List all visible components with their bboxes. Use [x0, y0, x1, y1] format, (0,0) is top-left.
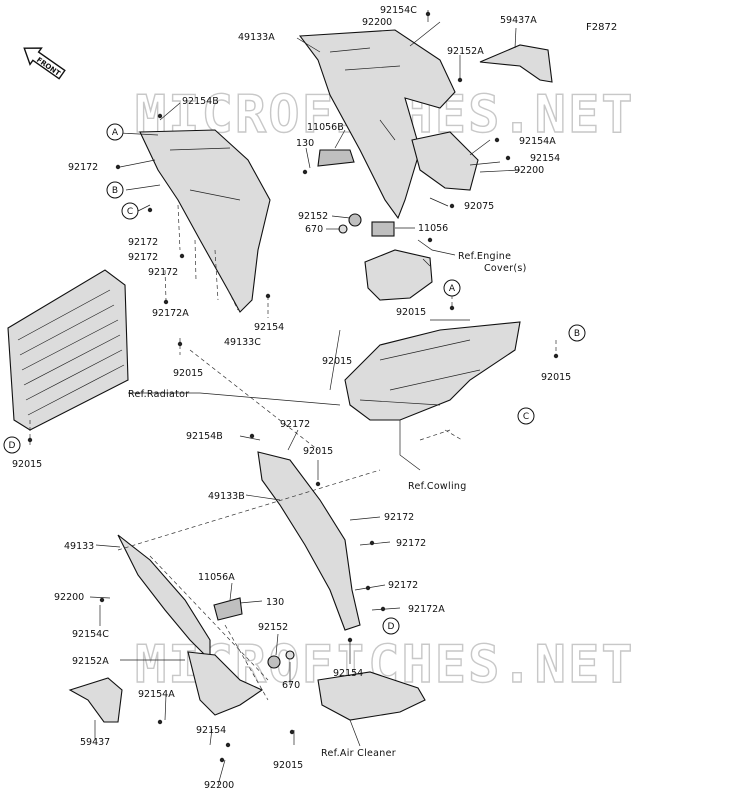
- label-130-top: 130: [296, 138, 314, 149]
- label-49133b: 49133B: [208, 491, 245, 502]
- part-670-bottom: [285, 650, 295, 660]
- label-670-top: 670: [305, 224, 323, 235]
- label-92015-radiator: 92015: [12, 459, 42, 470]
- label-92200-right: 92200: [514, 165, 544, 176]
- label-92015-cowl: 92015: [322, 356, 352, 367]
- ref-air-cleaner: Ref.Air Cleaner: [321, 748, 396, 759]
- ref-engine-cover-line1: Ref.Engine: [458, 251, 511, 262]
- label-92152-top: 92152: [298, 211, 328, 222]
- label-92015-center: 92015: [396, 307, 426, 318]
- label-92152a-top: 92152A: [447, 46, 484, 57]
- label-92154b-mid: 92154B: [186, 431, 223, 442]
- label-92172a-bottom: 92172A: [408, 604, 445, 615]
- label-92172a-top: 92172A: [152, 308, 189, 319]
- label-59437a: 59437A: [500, 15, 537, 26]
- part-59437a: [479, 44, 553, 83]
- callout-d-bottom: D: [382, 617, 400, 635]
- label-92172-b2: 92172: [396, 538, 426, 549]
- part-49133c-detail: [169, 147, 241, 201]
- part-11056: [371, 221, 395, 237]
- front-arrow-icon: FRONT: [23, 47, 66, 80]
- part-49133a: [298, 29, 456, 220]
- part-59437: [68, 677, 123, 723]
- svg-text:C: C: [523, 412, 529, 422]
- part-92152-bottom: [267, 655, 281, 669]
- label-92152a-bottom: 92152A: [72, 656, 109, 667]
- label-92154c-bottom: 92154C: [72, 629, 109, 640]
- label-92154a-top: 92154A: [519, 136, 556, 147]
- callout-b-mid: B: [568, 324, 586, 342]
- ref-radiator: Ref.Radiator: [128, 389, 189, 400]
- svg-text:A: A: [112, 128, 119, 138]
- svg-text:B: B: [574, 329, 580, 339]
- label-92015-left: 92015: [173, 368, 203, 379]
- callout-c-mid: C: [517, 407, 535, 425]
- svg-text:A: A: [449, 284, 456, 294]
- label-130-bottom: 130: [266, 597, 284, 608]
- label-92154b-top: 92154B: [182, 96, 219, 107]
- label-92172-left-c: 92172: [128, 252, 158, 263]
- part-49133b: [257, 451, 361, 631]
- callout-a-mid: A: [443, 279, 461, 297]
- figure-id: F2872: [586, 22, 617, 33]
- callout-d-left: D: [3, 436, 21, 454]
- label-92075: 92075: [464, 201, 494, 212]
- callouts: A B C A B C D D: [3, 123, 586, 635]
- label-59437: 59437: [80, 737, 110, 748]
- label-92154-bottom: 92154: [196, 725, 226, 736]
- label-92200-left: 92200: [54, 592, 84, 603]
- part-11056a: [213, 597, 243, 621]
- label-92154c-top: 92154C: [380, 5, 417, 16]
- part-air-cleaner: [317, 671, 426, 721]
- bolts: [27, 11, 559, 763]
- label-92152-bottom: 92152: [258, 622, 288, 633]
- svg-text:D: D: [9, 441, 16, 451]
- cowling-part: [344, 321, 521, 421]
- ref-cowling: Ref.Cowling: [408, 481, 467, 492]
- callout-b-top: B: [106, 181, 124, 199]
- label-49133a: 49133A: [238, 32, 275, 43]
- part-labels: 92154C 92200 59437A 49133A 92152A 92154B…: [12, 5, 571, 791]
- label-92015-right: 92015: [541, 372, 571, 383]
- label-11056a: 11056A: [198, 572, 235, 583]
- part-engine-cover: [364, 249, 433, 301]
- part-11056b: [317, 149, 355, 167]
- label-92172-b1: 92172: [384, 512, 414, 523]
- label-92172-left-b: 92172: [128, 237, 158, 248]
- callout-c-top: C: [121, 202, 139, 220]
- label-92172-left-a: 92172: [68, 162, 98, 173]
- label-92154-right: 92154: [530, 153, 560, 164]
- leader-lines: [29, 10, 557, 786]
- label-92200-top: 92200: [362, 17, 392, 28]
- svg-text:B: B: [112, 186, 118, 196]
- callout-a-top: A: [106, 123, 124, 141]
- label-49133c: 49133C: [224, 337, 261, 348]
- label-92154a-bottom: 92154A: [138, 689, 175, 700]
- part-bracket-right: [411, 131, 479, 191]
- part-49133c: [139, 129, 271, 313]
- label-92154-mid: 92154: [254, 322, 284, 333]
- label-92154-bottom-right: 92154: [333, 668, 363, 679]
- label-92015-mid: 92015: [303, 446, 333, 457]
- label-92200-bottom: 92200: [204, 780, 234, 791]
- label-11056b: 11056B: [307, 122, 344, 133]
- label-92172-b3: 92172: [388, 580, 418, 591]
- label-49133: 49133: [64, 541, 94, 552]
- label-92015-bottom: 92015: [273, 760, 303, 771]
- label-670-bottom: 670: [282, 680, 300, 691]
- ref-engine-cover-line2: Cover(s): [484, 263, 527, 274]
- part-92152-top: [348, 213, 362, 227]
- part-670-top: [338, 224, 348, 234]
- label-92172-mid: 92172: [280, 419, 310, 430]
- label-11056: 11056: [418, 223, 448, 234]
- svg-text:D: D: [388, 622, 395, 632]
- label-92172-left-d: 92172: [148, 267, 178, 278]
- part-lower-bracket: [187, 651, 264, 716]
- radiator-part: [7, 269, 129, 431]
- svg-text:C: C: [127, 207, 133, 217]
- part-49133a-detail: [329, 47, 401, 141]
